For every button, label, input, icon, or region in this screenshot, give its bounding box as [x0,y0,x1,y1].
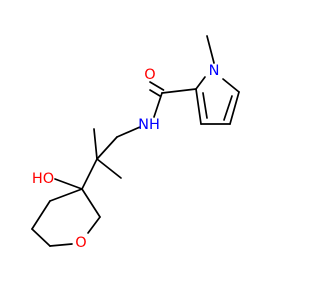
molecule-structure-diagram: O NH N HO O [31,35,240,251]
bond-n-methyl [206,35,215,64]
bond-quaternary-methyl-upper [93,128,98,160]
bond-pyrrole-c3-c2-inner [202,92,208,119]
bond-oxane-c3-c2 [81,188,101,218]
atom-label-amide-nitrogen: NH [138,117,160,133]
bond-oxane-c6-c5 [31,228,51,247]
bond-quaternary-methyl-lower [96,158,122,179]
bond-oxane-c3-to-hydroxyl [54,178,83,190]
bond-oxane-c5-c4 [31,200,51,230]
bond-oxane-c4-c3 [49,188,83,202]
bond-pyrrole-c2-n1 [195,76,206,90]
bond-carbonyl-double-1 [149,81,165,91]
bond-oxane-o1-c6 [49,243,73,247]
bond-quaternary-to-oxane-c3 [81,158,98,190]
bond-pyrrole-c3-c2 [195,88,202,125]
bond-pyrrole-c5-c4 [229,91,240,125]
bond-carbonyl-to-amide-n [153,92,163,118]
bond-oxane-c2-o1 [87,216,101,234]
bond-ch2-to-quaternary-c [96,136,118,160]
bond-carbonyl-double-2 [149,89,161,97]
bond-amide-n-to-ch2 [116,126,141,138]
bond-pyrrole-n1-c5 [222,78,240,93]
atom-label-ring-oxygen: O [75,235,86,251]
bond-carbonyl-to-pyrrole [161,88,197,94]
bond-pyrrole-c5-c4-inner [223,95,233,121]
atom-label-pyrrole-nitrogen: N [209,63,220,79]
atom-label-carbonyl-oxygen: O [144,67,155,83]
atom-label-hydroxyl: HO [32,171,54,187]
